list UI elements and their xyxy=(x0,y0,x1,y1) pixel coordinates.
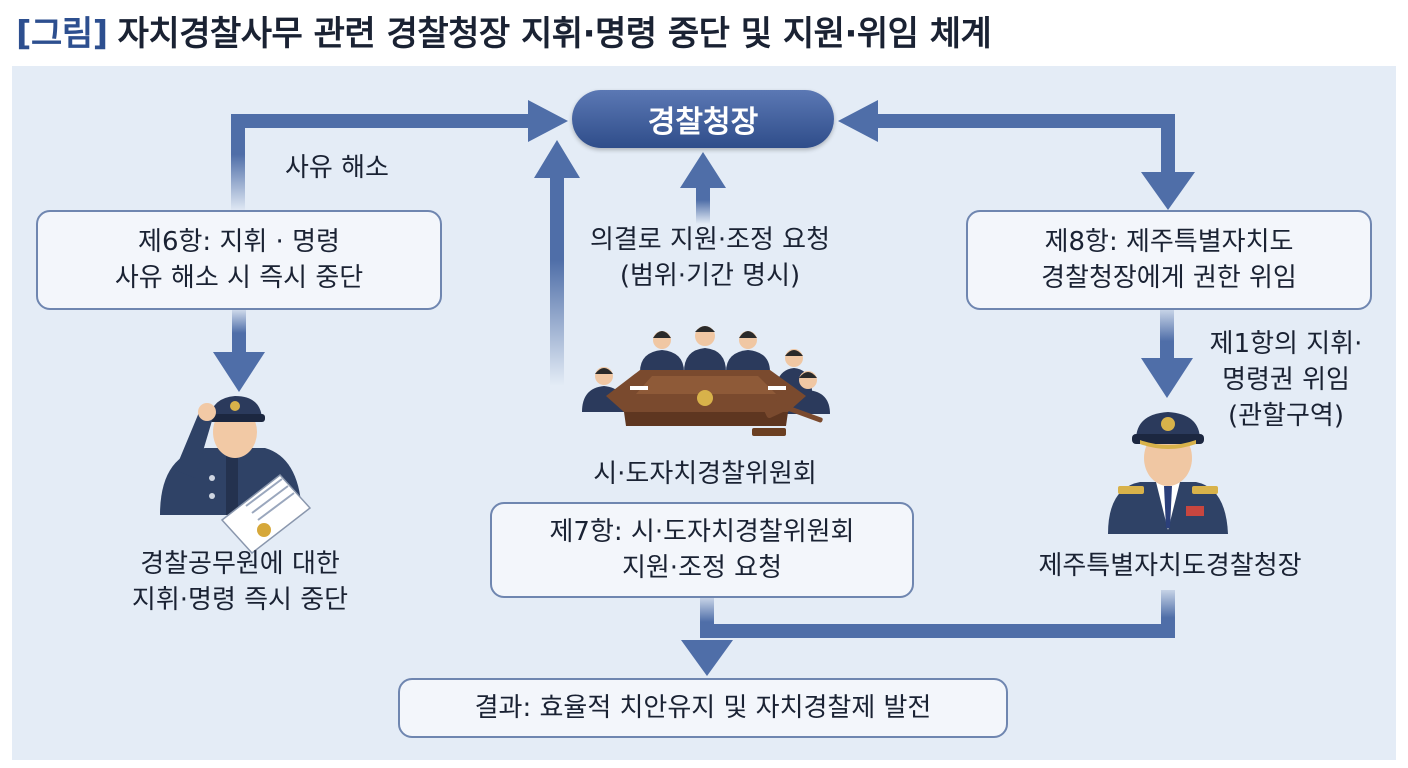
box-article7: 제7항: 시·도자치경찰위원회 지원·조정 요청 xyxy=(490,502,914,598)
page-title: [그림]자치경찰사무 관련 경찰청장 지휘·명령 중단 및 지원·위임 체계 xyxy=(16,6,992,55)
arrow-left-down xyxy=(213,310,265,392)
box-article7-line1: 제7항: 시·도자치경찰위원회 xyxy=(549,517,855,547)
right-delegation-line2: 명령권 위임 xyxy=(1222,365,1350,395)
box-result: 결과: 효율적 치안유지 및 자치경찰제 발전 xyxy=(398,678,1008,738)
left-caption-line2: 지휘·명령 즉시 중단 xyxy=(131,585,349,615)
arrow-left-to-top xyxy=(231,100,568,212)
box-article8: 제8항: 제주특별자치도 경찰청장에게 권한 위임 xyxy=(966,210,1372,310)
box-article8-line1: 제8항: 제주특별자치도 xyxy=(1044,227,1294,257)
right-caption: 제주특별자치도경찰청장 xyxy=(1038,551,1302,581)
result-text: 결과: 효율적 치안유지 및 자치경찰제 발전 xyxy=(474,693,932,723)
box-article8-line2: 경찰청장에게 권한 위임 xyxy=(1041,263,1297,293)
arrow-right-down xyxy=(1141,310,1193,398)
left-caption: 경찰공무원에 대한 지휘·명령 즉시 중단 xyxy=(90,546,390,618)
center-request-line2: (범위·기간 명시) xyxy=(619,261,801,291)
figure-tag: [그림] xyxy=(16,14,108,54)
arrow-committee-up-left xyxy=(534,140,580,386)
box-article6: 제6항: 지휘 · 명령 사유 해소 시 즉시 중단 xyxy=(36,210,442,310)
right-delegation-line3: (관할구역) xyxy=(1228,401,1344,431)
box-article7-line2: 지원·조정 요청 xyxy=(621,553,783,583)
figure-title: 자치경찰사무 관련 경찰청장 지휘·명령 중단 및 지원·위임 체계 xyxy=(117,14,992,54)
center-request-line1: 의결로 지원·조정 요청 xyxy=(589,225,831,255)
left-arrow-label: 사유 해소 xyxy=(285,153,389,183)
center-request-text: 의결로 지원·조정 요청 (범위·기간 명시) xyxy=(560,222,860,294)
arrow-to-result xyxy=(681,590,1175,676)
right-delegation-line1: 제1항의 지휘· xyxy=(1209,329,1363,359)
left-caption-line1: 경찰공무원에 대한 xyxy=(140,549,340,579)
box-article6-line1: 제6항: 지휘 · 명령 xyxy=(138,227,340,257)
right-delegation-text: 제1항의 지휘· 명령권 위임 (관할구역) xyxy=(1186,326,1386,434)
arrow-committee-up-center xyxy=(680,152,726,224)
committee-caption: 시·도자치경찰위원회 xyxy=(593,459,817,489)
box-article6-line2: 사유 해소 시 즉시 중단 xyxy=(114,263,364,293)
top-node-commissioner-general: 경찰청장 xyxy=(572,90,834,148)
arrow-top-to-right xyxy=(838,100,1195,210)
